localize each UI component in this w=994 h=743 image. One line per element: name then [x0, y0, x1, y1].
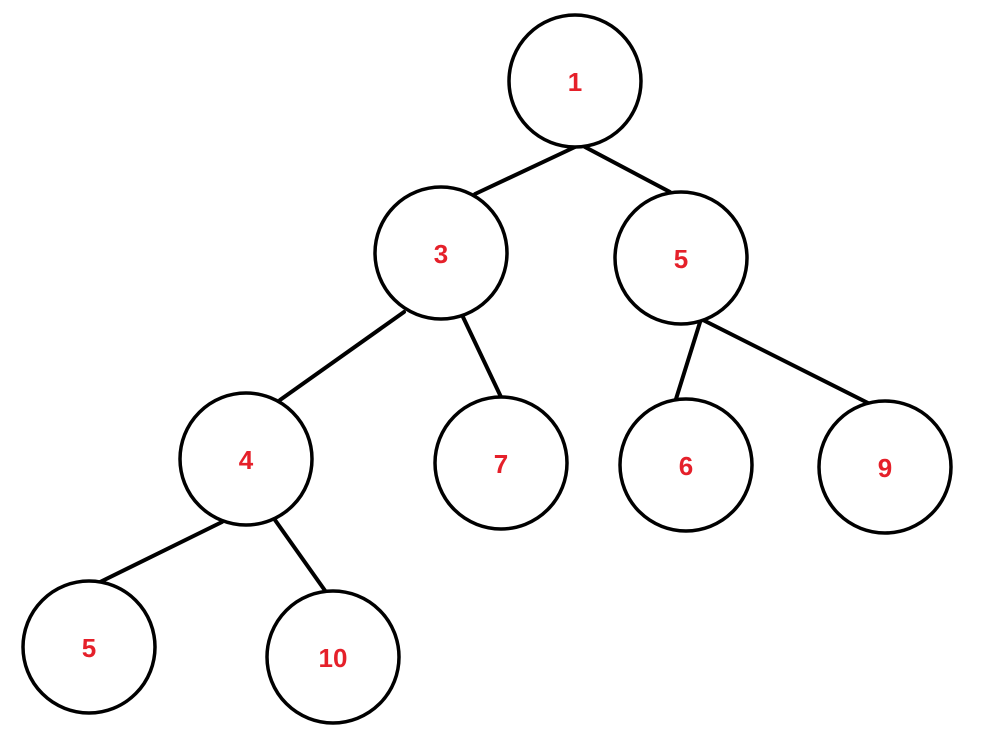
tree-node-n10: 10: [265, 589, 401, 725]
node-label: 5: [82, 633, 96, 663]
edge-n4-n10: [273, 518, 328, 594]
tree-node-n7: 7: [433, 395, 569, 531]
node-label: 1: [568, 67, 582, 97]
node-label: 4: [239, 445, 254, 475]
node-circle: [618, 397, 754, 533]
edge-n3-n4: [278, 310, 406, 402]
node-circle: [817, 399, 953, 535]
node-circle: [178, 391, 314, 527]
nodes-layer: 1 3 5 4 7 6 9 5 10: [21, 13, 953, 725]
node-circle: [613, 190, 749, 326]
node-circle: [21, 579, 157, 715]
edge-n4-n5b: [92, 520, 224, 587]
node-label: 3: [434, 239, 448, 269]
tree-node-n6: 6: [618, 397, 754, 533]
edge-n5a-n6: [674, 317, 703, 401]
node-circle: [507, 13, 643, 149]
node-label: 5: [674, 244, 688, 274]
node-label: 6: [679, 451, 693, 481]
tree-node-n3: 3: [373, 185, 509, 321]
edge-n5a-n9: [699, 317, 872, 406]
node-circle: [265, 589, 401, 725]
edge-n3-n7: [461, 315, 503, 399]
tree-node-n5b: 5: [21, 579, 157, 715]
edge-n1-n5a: [583, 145, 672, 194]
tree-node-n1: 1: [507, 13, 643, 149]
node-circle: [373, 185, 509, 321]
tree-node-n4: 4: [178, 391, 314, 527]
tree-node-n5a: 5: [613, 190, 749, 326]
node-label: 7: [494, 449, 508, 479]
tree-node-n9: 9: [817, 399, 953, 535]
node-circle: [433, 395, 569, 531]
edge-n1-n3: [473, 145, 577, 196]
node-label: 9: [878, 453, 892, 483]
node-label: 10: [319, 643, 348, 673]
edges-layer: [92, 145, 872, 594]
